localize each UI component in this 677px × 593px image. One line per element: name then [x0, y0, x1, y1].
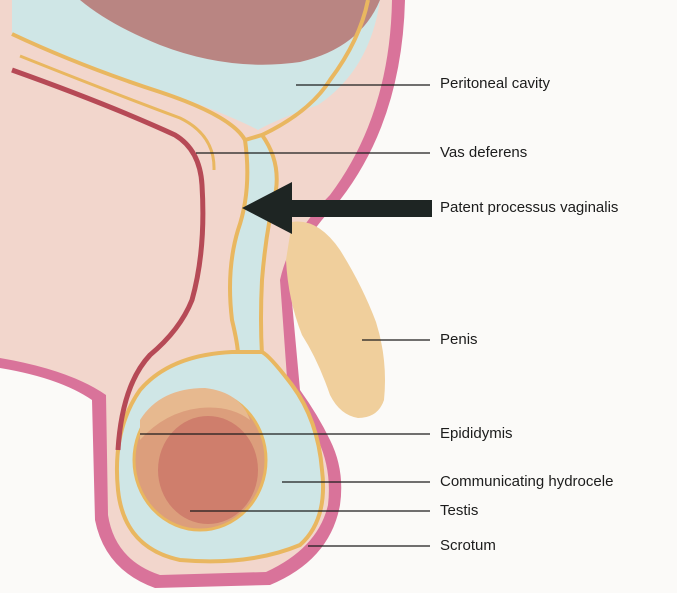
- label-epididymis: Epididymis: [440, 425, 513, 443]
- label-vas-deferens: Vas deferens: [440, 144, 527, 162]
- label-penis: Penis: [440, 331, 478, 349]
- label-patent-processus-vaginalis: Patent processus vaginalis: [440, 199, 618, 217]
- label-testis: Testis: [440, 502, 478, 520]
- label-scrotum: Scrotum: [440, 537, 496, 555]
- testis-core: [158, 416, 258, 524]
- label-peritoneal-cavity: Peritoneal cavity: [440, 75, 550, 93]
- arrow-shaft: [280, 200, 432, 217]
- penis-shape: [286, 222, 385, 418]
- label-communicating-hydrocele: Communicating hydrocele: [440, 473, 613, 491]
